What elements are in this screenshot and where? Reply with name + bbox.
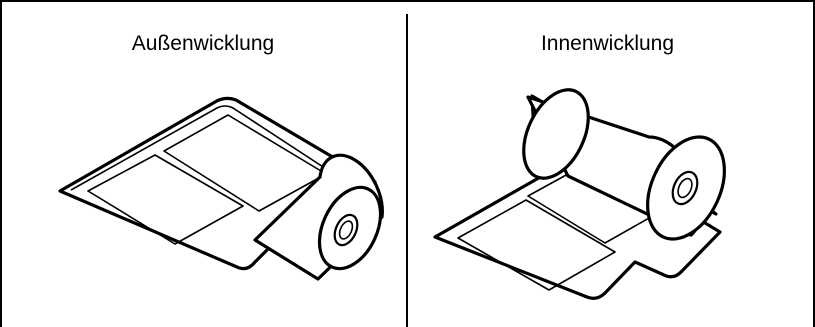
roll-body	[253, 153, 384, 281]
outer-wound-roll-illustration	[58, 96, 384, 281]
label-sticker-front	[87, 154, 244, 245]
roll-top-face	[522, 88, 590, 180]
roll-core-hole	[677, 177, 693, 199]
panel-inner-winding: Innenwicklung	[408, 0, 815, 327]
panel-divider	[406, 14, 408, 327]
inner-wound-roll-illustration	[433, 88, 726, 300]
label-liner-sheet	[433, 149, 722, 300]
panel-title-outer-winding: Außenwicklung	[131, 32, 275, 55]
panel-outer-winding: Außenwicklung	[0, 0, 406, 327]
label-sticker-front	[457, 199, 616, 291]
roll-core-hole	[338, 220, 354, 240]
panel-title-inner-winding: Innenwicklung	[540, 32, 675, 55]
